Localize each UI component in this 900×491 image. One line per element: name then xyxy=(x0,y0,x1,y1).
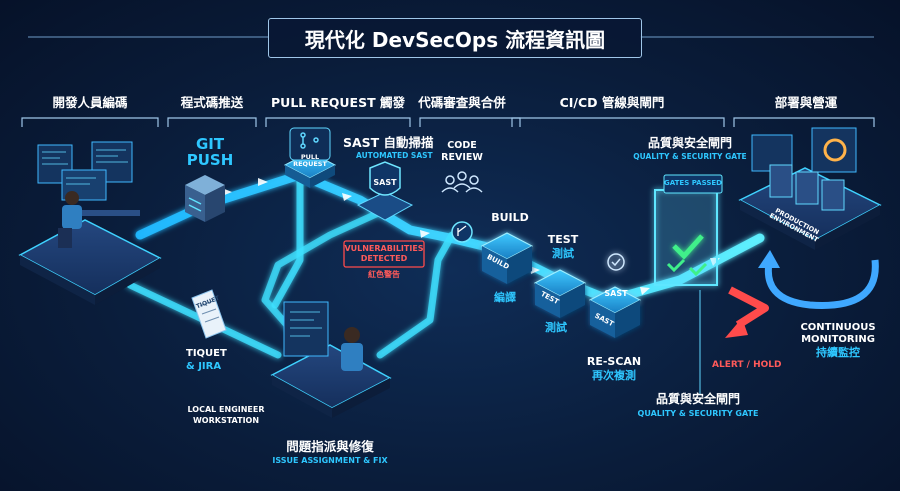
vulnerabilities-note: 紅色警告 xyxy=(368,270,400,279)
section-deploy: 部署與營運 xyxy=(774,95,838,110)
section-cicd: CI/CD 管線與閘門 xyxy=(559,95,665,110)
section-code-push: 程式碼推送 xyxy=(180,95,244,110)
pull-request-icon-label: PULL REQUEST xyxy=(293,153,327,169)
vulnerabilities-frame xyxy=(343,240,425,268)
gates-passed-sign: GATES PASSED xyxy=(664,179,722,187)
tiquet-line2: & JIRA xyxy=(186,361,222,372)
monitoring-zh: 持續監控 xyxy=(816,346,860,359)
rescan-cube-top: SAST xyxy=(604,289,628,298)
tiquet-card xyxy=(191,289,227,339)
code-review-line2: REVIEW xyxy=(441,152,483,163)
issue-zh: 問題指派與修復 xyxy=(286,439,374,454)
code-review-line1: CODE xyxy=(447,140,477,151)
test-title: TEST xyxy=(547,233,579,246)
rescan-title: RE-SCAN xyxy=(586,355,642,368)
rescan-cube xyxy=(588,253,642,338)
page-title: 現代化 DevSecOps 流程資訊圖 xyxy=(268,18,642,58)
developer-platform xyxy=(18,141,162,305)
git-label: GIT xyxy=(195,135,225,153)
production-platform xyxy=(738,127,882,250)
build-cube xyxy=(480,232,534,284)
gate-top-zh: 品質與安全閘門 xyxy=(647,136,733,150)
local-engineer-line2: WORKSTATION xyxy=(192,416,260,425)
sast-badge: SAST xyxy=(373,178,397,187)
section-code-review: 代碼審查與合併 xyxy=(418,95,506,110)
vulnerabilities-line2: DETECTED xyxy=(360,254,408,263)
build-title: BUILD xyxy=(491,211,529,224)
git-server xyxy=(185,175,225,222)
sast-title: SAST 自動掃描 xyxy=(343,135,434,150)
test-zh-bottom: 測試 xyxy=(545,321,567,334)
engineer-workstation xyxy=(270,301,392,418)
monitoring-line2: MONITORING xyxy=(801,334,875,345)
push-label: PUSH xyxy=(186,151,234,169)
gate-bottom-zh: 品質與安全閘門 xyxy=(655,392,741,406)
quality-gate xyxy=(654,174,723,395)
sast-subtitle: AUTOMATED SAST xyxy=(356,151,433,160)
monitoring-line1: CONTINUOUS xyxy=(800,322,876,333)
tiquet-line1: TIQUET xyxy=(186,348,227,359)
test-zh-top: 測試 xyxy=(552,247,574,260)
test-cube xyxy=(533,269,587,318)
monitoring-loop xyxy=(758,250,879,309)
alert-arrow xyxy=(725,286,769,338)
vulnerabilities-line1: VULNERABILITIES xyxy=(344,244,424,253)
rescan-zh: 再次複測 xyxy=(592,369,636,382)
gate-top-en: QUALITY & SECURITY GATE xyxy=(633,152,747,161)
sast-shield xyxy=(356,161,414,221)
build-zh: 編譯 xyxy=(494,291,516,304)
pull-request-block xyxy=(283,127,337,188)
gate-bottom-en: QUALITY & SECURITY GATE xyxy=(637,409,759,418)
issue-en: ISSUE ASSIGNMENT & FIX xyxy=(272,456,388,465)
code-review-icon xyxy=(441,171,483,193)
local-engineer-line1: LOCAL ENGINEER xyxy=(187,405,265,414)
section-pull-request: PULL REQUEST 觸發 xyxy=(271,95,405,110)
section-developer-coding: 開發人員編碼 xyxy=(52,95,128,110)
merge-node xyxy=(451,221,473,243)
section-brackets xyxy=(21,117,875,127)
alert-hold-label: ALERT / HOLD xyxy=(712,360,782,370)
